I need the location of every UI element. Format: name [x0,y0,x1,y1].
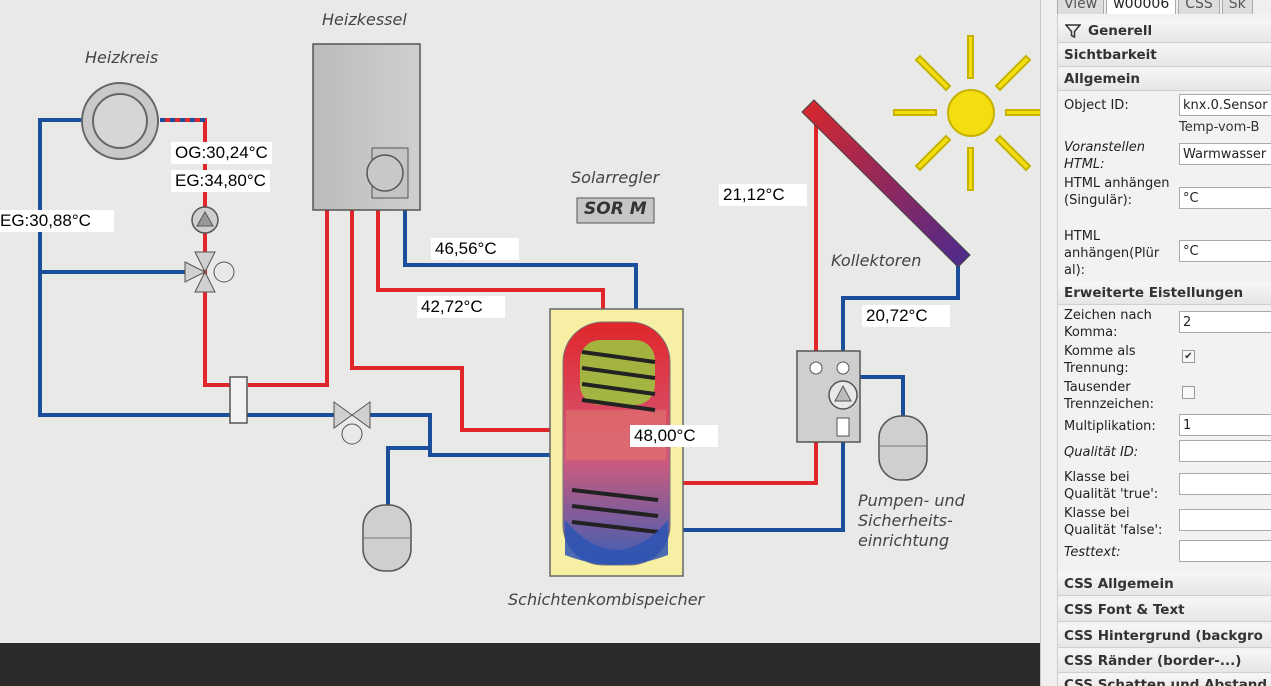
qualitaet-id-input[interactable] [1179,440,1271,462]
label-klasse-true: Klasse bei Qualität 'true': [1064,470,1159,502]
label-komma-trennung: Komme als Trennung: [1064,344,1136,376]
label-tausender: Tausender Trennzeichen: [1064,380,1155,412]
object-id-name: Temp-vom-B [1179,120,1260,135]
footer-bar [0,643,1040,686]
tab-view[interactable]: View [1057,0,1105,15]
panel-tabs: View w00006 CSS Sk [1057,0,1255,15]
separator-icon [229,376,248,424]
group-erweitert[interactable]: Erweiterte Eistellungen [1058,282,1271,305]
temp-20[interactable]: 20,72°C [862,305,950,327]
filter-icon[interactable] [1065,23,1081,39]
label-voranstellen: Voranstellen HTML: [1064,140,1145,172]
multiplikation-input[interactable]: 1 [1179,414,1271,436]
label-object-id: Object ID: [1064,98,1129,113]
group-css-hintergrund[interactable]: CSS Hintergrund (backgro [1058,625,1271,648]
label-pumpen-2: Sicherheits- [858,511,953,530]
label-pumpen-3: einrichtung [858,531,950,550]
label-testtext: Testtext: [1064,545,1121,560]
group-allgemein[interactable]: Allgemein [1058,68,1271,91]
label-anhaengen-singular: HTML anhängen (Singulär): [1064,176,1170,208]
valve-icon [333,401,371,445]
label-qualitaet-id: Qualität ID: [1064,445,1139,460]
mixing-valve-icon [184,251,235,293]
pumpen-einheit-icon [796,350,861,443]
temp-eg-right[interactable]: EG:34,80°C [171,170,270,192]
diagram-canvas: Heizkreis Heizkessel Solarregler SOR M K… [0,10,1040,609]
label-multiplikation: Multiplikation: [1064,419,1156,434]
temp-21[interactable]: 21,12°C [719,184,807,206]
tab-scripts[interactable]: Sk [1221,0,1253,15]
tab-widget[interactable]: w00006 [1106,0,1177,15]
properties-panel: View w00006 CSS Sk Generell Sichtbarkeit… [1040,0,1271,686]
label-heizkessel: Heizkessel [322,10,407,29]
heizkessel-boiler-icon [312,43,421,211]
group-css-font[interactable]: CSS Font & Text [1058,599,1271,622]
label-kollektoren: Kollektoren [831,251,922,270]
group-css-schatten[interactable]: CSS Schatten und Abstand [1058,674,1271,686]
object-id-input[interactable]: knx.0.Sensor [1179,94,1271,116]
label-pumpen-1: Pumpen- und [858,491,965,510]
label-anhaengen-plural: HTML anhängen(Plür al): [1064,229,1160,278]
komma-trennung-checkbox[interactable]: ✔ [1182,350,1195,363]
sun-icon [893,35,1040,191]
tausender-checkbox[interactable] [1182,386,1195,399]
label-zeichen-nach-komma: Zeichen nach Komma: [1064,308,1152,340]
tab-css[interactable]: CSS [1178,0,1220,15]
solarregler-box-icon [576,197,655,224]
cold-pipes [38,118,960,545]
kollektor-panel-icon [801,99,971,268]
pump-icon [191,206,219,234]
label-speicher: Schichtenkombispeicher [508,590,705,609]
group-sichtbarkeit[interactable]: Sichtbarkeit [1058,44,1271,67]
property-list: Generell Sichtbarkeit Allgemein Object I… [1057,14,1271,686]
label-solarregler: Solarregler [571,168,660,187]
group-generell[interactable]: Generell [1058,20,1271,43]
label-klasse-false: Klasse bei Qualität 'false': [1064,506,1163,538]
heating-schematic [38,35,1040,577]
temp-eg-left[interactable]: EG:30,88°C [0,210,114,232]
group-generell-label: Generell [1088,23,1153,39]
zeichen-nach-komma-input[interactable]: 2 [1179,311,1271,333]
temp-og[interactable]: OG:30,24°C [171,142,272,164]
group-css-allgemein[interactable]: CSS Allgemein [1058,573,1271,596]
label-heizkreis: Heizkreis [85,48,159,67]
temp-42[interactable]: 42,72°C [417,296,505,318]
speicher-tank-icon [549,308,684,577]
klasse-false-input[interactable] [1179,509,1271,531]
expansion-vessel-right-icon [878,415,928,481]
anhaengen-singular-input[interactable]: °C [1179,187,1271,209]
group-css-raender[interactable]: CSS Ränder (border-...) [1058,650,1271,673]
temp-48[interactable]: 48,00°C [630,425,718,447]
temp-46[interactable]: 46,56°C [431,238,519,260]
klasse-true-input[interactable] [1179,473,1271,495]
voranstellen-input[interactable]: Warmwasser [1179,143,1271,165]
testtext-input[interactable] [1179,540,1271,562]
label-sor-m: SOR M [584,199,647,219]
heizkreis-radiator-icon [81,82,159,160]
anhaengen-plural-input[interactable]: °C [1179,240,1271,262]
